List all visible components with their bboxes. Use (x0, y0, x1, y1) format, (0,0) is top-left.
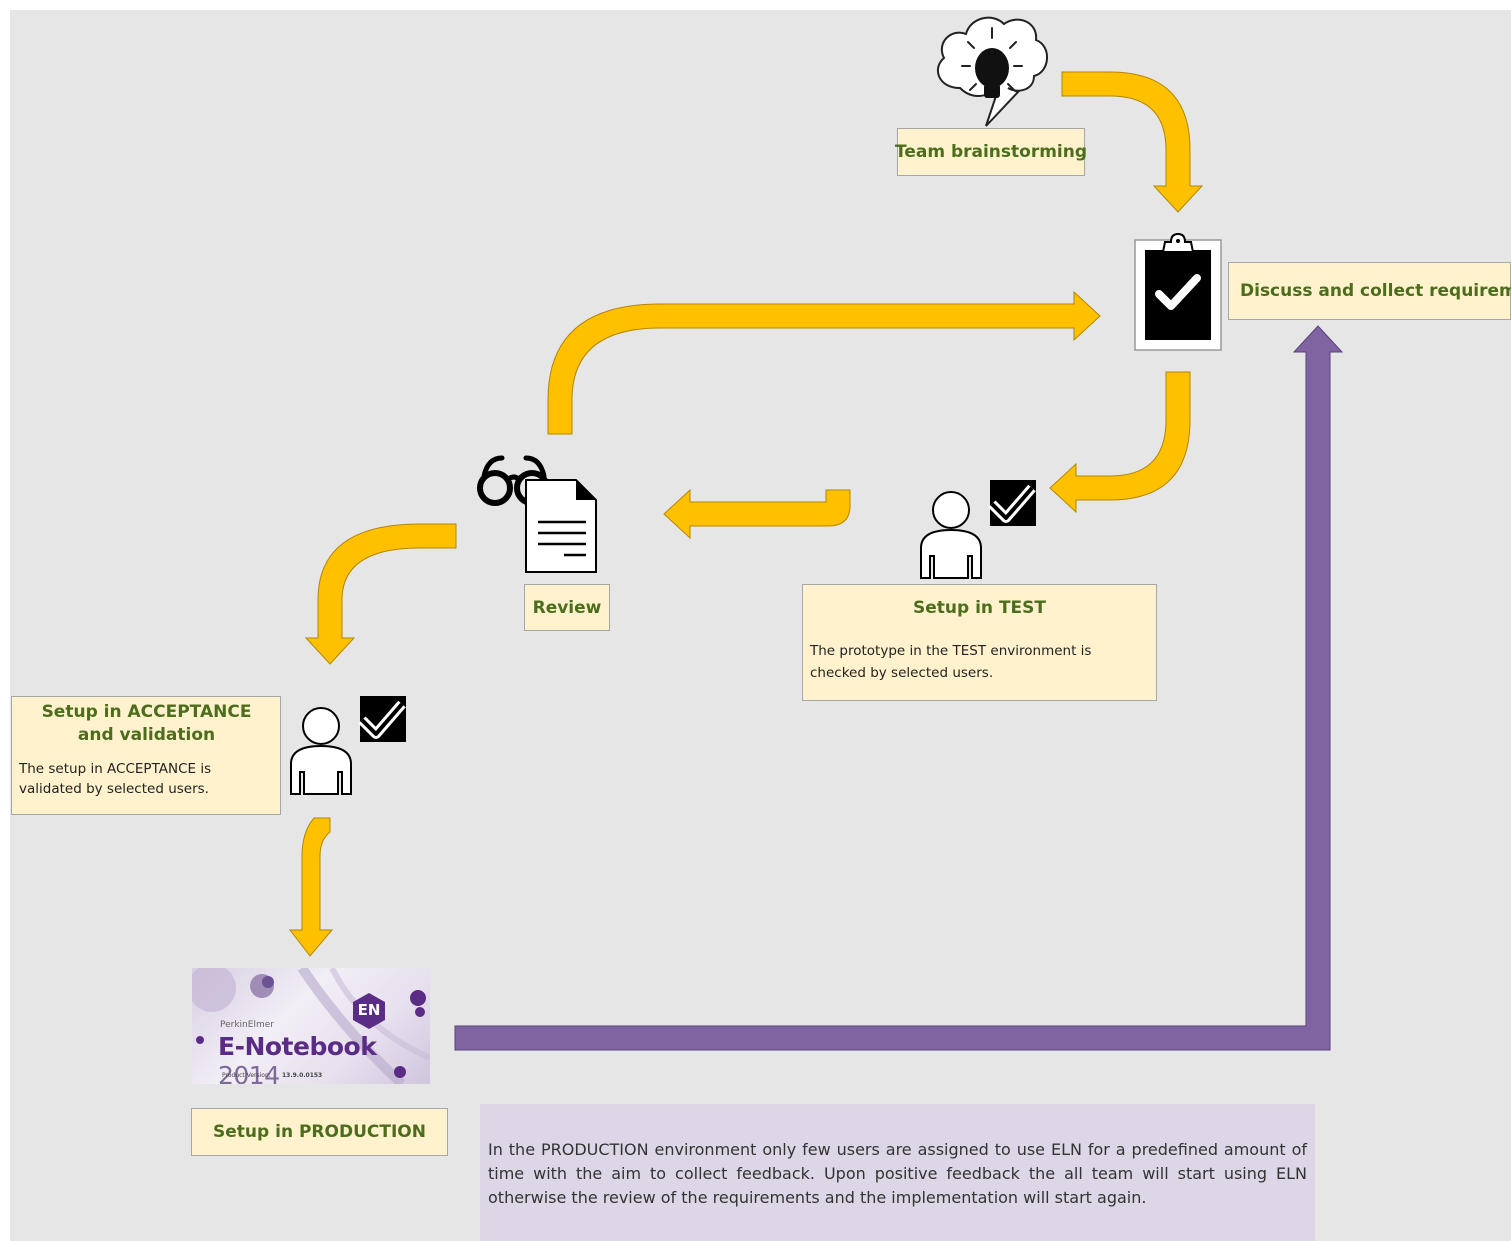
box-body: The setup in ACCEPTANCE is validated by … (19, 761, 212, 797)
logo-product: E-Notebook 2014 (218, 1032, 430, 1084)
label-team-brainstorming: Team brainstorming (894, 128, 1088, 176)
arrow-test-to-review (663, 488, 851, 540)
badge-text: EN (357, 1001, 381, 1019)
user-icon (920, 491, 982, 579)
checkbox-icon (988, 480, 1036, 526)
logo-product-name: E-Notebook (218, 1032, 377, 1061)
logo-brand: PerkinElmer (220, 1020, 274, 1030)
arrow-review-to-acceptance (304, 523, 457, 665)
label-review: Review (524, 584, 610, 631)
checkbox-icon (358, 696, 406, 742)
en-badge-icon (353, 993, 385, 1029)
box-title-line1: Setup in ACCEPTANCE (41, 702, 252, 722)
box-title: Setup in TEST (913, 598, 1046, 618)
label-discuss-requirements: Discuss and collect requirements (1228, 262, 1511, 320)
production-note: In the PRODUCTION environment only few u… (480, 1104, 1315, 1241)
logo-year: 2014 (218, 1061, 280, 1084)
logo-version: 13.9.0.0153 (282, 1072, 323, 1079)
label-text: Discuss and collect requirements (1240, 281, 1511, 301)
arrow-acceptance-to-production (288, 817, 334, 957)
arrow-production-to-requirements (454, 325, 1344, 1051)
lightbulb-cloud-icon (936, 16, 1048, 127)
label-setup-production: Setup in PRODUCTION (191, 1108, 448, 1156)
box-title-line2: and validation (77, 725, 216, 745)
logo-version-label: Product Version: (222, 1072, 271, 1079)
arrow-brainstorm-to-requirements (1061, 71, 1204, 213)
document-icon (525, 479, 597, 573)
label-text: Review (532, 597, 602, 618)
arrow-review-to-requirements (547, 290, 1101, 435)
clipboard-check-icon (1134, 232, 1222, 351)
box-body: The prototype in the TEST environment is… (810, 643, 1092, 681)
enotebook-logo: EN PerkinElmer E-Notebook 2014 Product V… (192, 968, 430, 1084)
label-text: Team brainstorming (894, 142, 1088, 162)
arrow-requirements-to-test (1049, 371, 1191, 514)
user-icon (290, 707, 352, 795)
box-setup-acceptance: Setup in ACCEPTANCE and validation The s… (11, 696, 281, 815)
box-setup-test: Setup in TEST The prototype in the TEST … (802, 584, 1157, 701)
label-text: Setup in PRODUCTION (213, 1122, 426, 1142)
logo-decoration (192, 968, 430, 1084)
